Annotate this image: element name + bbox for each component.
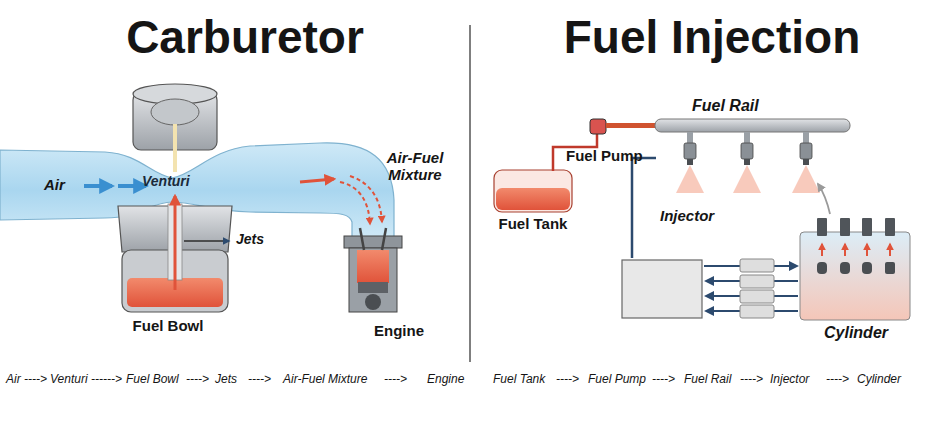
control-unit [622, 260, 702, 318]
flow-step: Fuel Rail [684, 373, 731, 386]
fuel-flow-arrow [844, 244, 846, 256]
part-label: Cylinder [824, 324, 888, 342]
air-flow-arrow [118, 184, 146, 188]
fuel-tank [494, 170, 572, 212]
injector-feed [803, 132, 809, 144]
cylinder-head [344, 236, 402, 248]
part-label: Injector [660, 208, 714, 225]
flow-step: Fuel Pump [588, 373, 646, 386]
flow-step: Air [6, 373, 21, 386]
flow-step: Injector [770, 373, 809, 386]
engine-block [800, 232, 910, 320]
flow-step: Jets [215, 373, 237, 386]
jets-pointer [184, 240, 229, 242]
injector-nozzle [687, 159, 693, 165]
crankshaft [365, 294, 381, 310]
dome-chamber [151, 99, 199, 125]
panel-title: Fuel Injection [564, 12, 860, 64]
callout-arrow [818, 184, 830, 214]
part-label: Jets [236, 232, 264, 248]
cylinder-port [817, 262, 827, 274]
injector-nozzle [744, 159, 750, 165]
valve [382, 228, 386, 250]
panel-title: Carburetor [126, 12, 364, 64]
part-label: Fuel Bowl [133, 318, 204, 335]
cylinder-injector [840, 218, 850, 236]
part-label: Fuel Rail [692, 97, 759, 115]
flow-arrow: ----> [186, 373, 209, 386]
fuel-flow-arrow [866, 244, 868, 256]
part-label: Air-Fuel Mixture [378, 150, 452, 184]
engine-block [349, 248, 397, 312]
fuel-flow-arrow [174, 196, 177, 290]
flow-arrow: ----> [826, 373, 849, 386]
flow-step: Venturi [50, 373, 88, 386]
sensor-box [740, 275, 774, 288]
mixture-flow-arrow [350, 176, 382, 222]
part-label: Fuel Pump [566, 148, 643, 165]
cylinder-injector [817, 218, 827, 236]
part-label: Air [44, 177, 65, 194]
combustion-chamber [357, 250, 389, 283]
piston [358, 282, 388, 293]
injector-feed [744, 132, 750, 144]
flow-arrow: ----> [248, 373, 271, 386]
flow-arrow: ----> [384, 373, 407, 386]
injector-feed [687, 132, 693, 144]
injector-nozzle [803, 159, 809, 165]
flow-arrow: ------> [91, 373, 122, 386]
flow-step: Fuel Tank [493, 373, 545, 386]
cylinder-injector [862, 218, 872, 236]
air-flow-arrow [84, 184, 112, 188]
fuel-spray [733, 165, 761, 193]
flow-arrow: ----> [652, 373, 675, 386]
panel-divider [469, 25, 471, 362]
injector [733, 132, 761, 193]
valve [360, 228, 364, 250]
cylinder-injector [885, 218, 895, 236]
sensor-box [740, 305, 774, 318]
flow-step: Air-Fuel Mixture [283, 373, 367, 386]
fuel-pump [590, 119, 606, 134]
injector [676, 132, 704, 193]
part-label: Venturi [142, 174, 190, 190]
fuel-flow-arrow [821, 244, 823, 256]
sensor-box [740, 259, 774, 272]
fuel-spray [792, 165, 820, 193]
cylinder-port [885, 262, 895, 274]
sensor-box [740, 290, 774, 303]
injector [792, 132, 820, 193]
part-label: Fuel Tank [499, 216, 568, 233]
part-label: Engine [374, 323, 424, 340]
flow-arrow: ----> [740, 373, 763, 386]
injector-body [741, 143, 753, 159]
flow-arrow: ----> [556, 373, 579, 386]
fuel-flow-arrow [889, 244, 891, 256]
mixture-flow-arrow [300, 179, 334, 182]
flow-step: Fuel Bowl [126, 373, 179, 386]
flow-step: Cylinder [857, 373, 901, 386]
tank-fuel-level [496, 188, 570, 210]
fuel-line [606, 123, 656, 128]
flow-step: Engine [427, 373, 464, 386]
fuel-rail [655, 119, 850, 132]
control-wire [632, 158, 656, 258]
fuel-spray [676, 165, 704, 193]
cylinder-port [862, 262, 872, 274]
flow-arrow: ----> [24, 373, 47, 386]
metering-needle [173, 124, 177, 172]
injector-body [800, 143, 812, 159]
cylinder-port [840, 262, 850, 274]
injector-body [684, 143, 696, 159]
mixture-flow-arrow [340, 182, 370, 224]
